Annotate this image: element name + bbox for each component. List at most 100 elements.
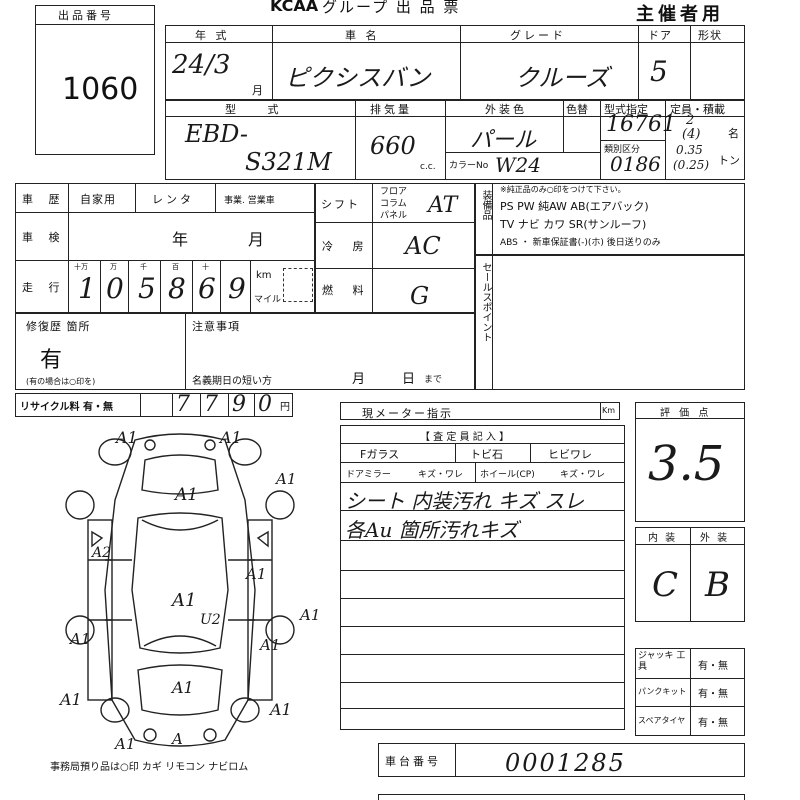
displacement-label: 排気量 (370, 103, 412, 116)
repair-value: 有 (40, 348, 63, 373)
car-name-value: ピクシスバン (285, 64, 431, 92)
mark-9: A1 (70, 630, 91, 648)
inspector-label: 【 査 定 員 記 入 】 (420, 432, 510, 443)
mileage-unit-10k: 万 (110, 263, 117, 271)
mileage-unit-100: 百 (172, 263, 179, 271)
car-body-diagram (65, 433, 295, 747)
recycle-label: リサイクル料 有・無 (20, 402, 113, 413)
shift-label: シフト (321, 198, 360, 211)
inspection-month: 月 (248, 230, 265, 249)
mirror-options: キズ・ワレ (418, 470, 464, 480)
mark-3: A1 (175, 485, 199, 505)
grade-value: クルーズ (515, 64, 610, 92)
shift-panel: パネル (380, 211, 408, 221)
office-note: 事務局預り品は○印 カギ リモコン ナビロム (50, 762, 249, 773)
equipment-block (475, 183, 745, 255)
inspection-label: 車 検 (22, 231, 66, 244)
fuel-value: G (410, 282, 430, 310)
fuel-label: 燃 料 (322, 284, 372, 297)
displacement-value: 660 (370, 132, 416, 160)
lot-number-box (35, 5, 155, 155)
jack-label: ジャッキ 工具 (638, 651, 686, 672)
mileage-unit-mile: マイル (254, 295, 282, 305)
lot-number-label: 出品番号 (58, 9, 114, 22)
inspection-year: 年 (172, 230, 189, 249)
recycle-block (15, 393, 293, 417)
model-label: 型 式 (225, 103, 293, 116)
notes-label: 注意事項 (192, 320, 240, 333)
bottom-strip (378, 794, 745, 800)
mileage-digit-5: 6 (198, 272, 216, 305)
spare-tire-options: 有・無 (698, 718, 728, 729)
mark-1: A1 (116, 428, 138, 447)
shift-floor: フロア (380, 187, 408, 197)
interior-label: 内 装 (648, 533, 678, 544)
vehicle-row (165, 25, 745, 100)
mileage-digit-1: 1 (78, 272, 96, 305)
model-code: S321M (245, 148, 332, 176)
mark-6: A1 (246, 565, 267, 583)
deadline-month: 月 (352, 372, 366, 387)
color-swap-label: 色替 (566, 103, 588, 116)
exterior-value: B (705, 565, 730, 605)
seats-alt-value: (4) (682, 127, 701, 142)
doors-value: 5 (650, 55, 668, 88)
mark-16: A (172, 730, 183, 748)
history-business: 事業. 営業車 (224, 196, 275, 206)
mark-5: A2 (92, 545, 112, 561)
shift-block (315, 183, 475, 313)
mark-7: A1 (172, 590, 197, 611)
meter-unit: Km (602, 406, 616, 415)
exterior-color-label: 外装色 (485, 103, 527, 116)
mark-2: A1 (220, 428, 242, 447)
mark-13: A1 (60, 690, 82, 709)
aircon-value: AC (405, 232, 441, 260)
exterior-label: 外 装 (700, 533, 730, 544)
mileage-unit-km: km (256, 270, 272, 281)
designation-label: 型式指定 (604, 103, 648, 116)
chassis-value: 0001285 (505, 749, 626, 777)
car-name-label: 車 名 (345, 29, 380, 42)
meter-label: 現メーター指示 (362, 407, 453, 420)
mark-14: A1 (270, 700, 292, 719)
mileage-box (283, 268, 313, 302)
seats-value: 2 (686, 113, 695, 128)
mileage-unit-10: 十 (202, 263, 209, 271)
sales-point-label: セールスポイント (480, 262, 491, 342)
repair-label: 修復歴 箇所 (26, 320, 91, 333)
year-value: 24/3 (172, 50, 231, 80)
repair-notes-block (15, 313, 475, 390)
aircon-label: 冷 房 (322, 240, 372, 253)
interior-value: C (652, 565, 679, 605)
rating-block (635, 402, 745, 522)
history-private: 自家用 (80, 193, 116, 206)
history-label: 車 歴 (22, 193, 66, 206)
model-prefix: EBD- (185, 120, 248, 148)
brand-logo: KCAA (270, 0, 319, 15)
rating-value: 3.5 (648, 436, 725, 492)
inspector-comment-1: シート 内装汚れ キズ スレ (345, 489, 585, 513)
recycle-unit: 円 (280, 402, 290, 413)
deadline-day: 日 (402, 372, 416, 387)
mark-8: U2 (200, 612, 221, 628)
shape-label: 形状 (698, 29, 722, 42)
recycle-digit-2: 7 (204, 392, 218, 417)
mirror-label: ドアミラー (346, 470, 391, 480)
mileage-digit-4: 8 (168, 272, 186, 305)
mark-12: A1 (260, 636, 281, 654)
repair-note: (有の場合は○印を) (26, 377, 96, 386)
load-value: 0.35 (676, 143, 703, 157)
category-value: 0186 (610, 152, 661, 176)
recycle-digit-3: 9 (232, 392, 246, 417)
load-alt-value: (0.25) (673, 158, 710, 172)
mileage-unit-1k: 千 (140, 263, 147, 271)
category-label: 類別区分 (604, 145, 641, 155)
mileage-digit-3: 5 (138, 272, 156, 305)
mark-10: A1 (300, 606, 321, 624)
fglass-chip: トビ石 (470, 448, 503, 461)
mark-11: A1 (172, 678, 194, 697)
equipment-note: ※純正品のみ○印をつけて下さい。 (500, 185, 626, 194)
mark-4: A1 (276, 470, 297, 488)
shift-value: AT (428, 193, 458, 218)
load-unit: トン (718, 154, 740, 167)
